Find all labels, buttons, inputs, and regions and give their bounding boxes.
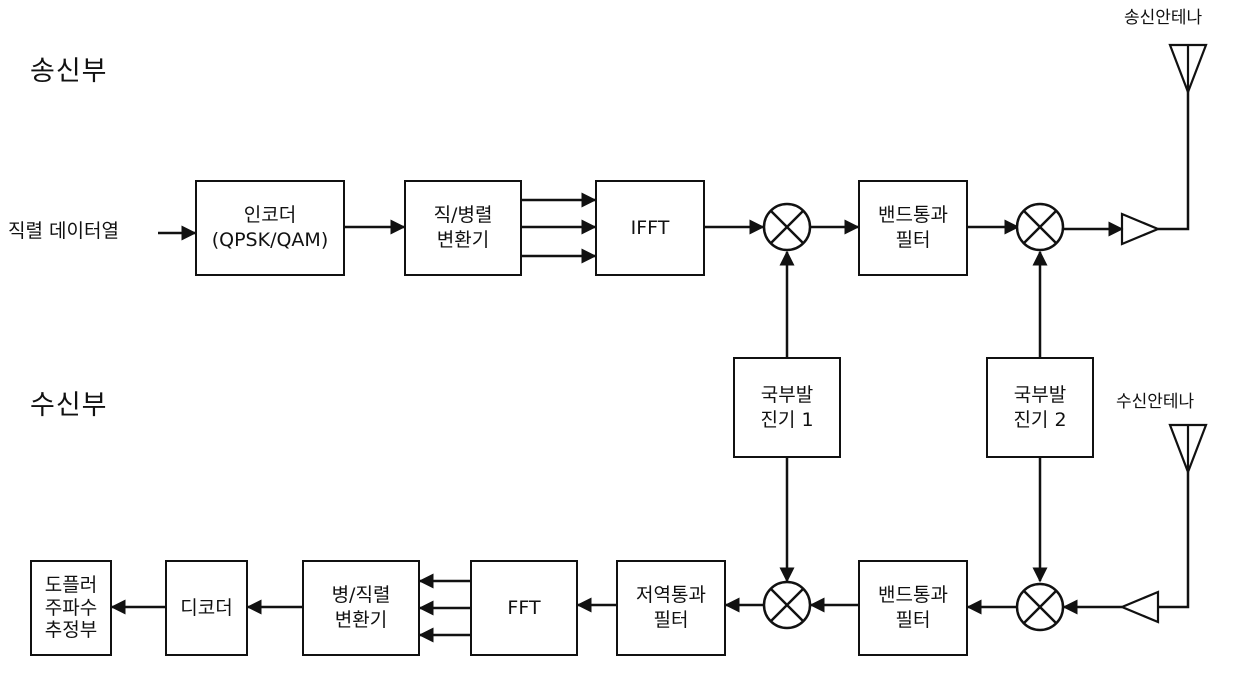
encoder-block: 인코더(QPSK/QAM)	[195, 180, 345, 276]
rx-section-title: 수신부	[30, 392, 108, 419]
local-oscillator-1-block: 국부발진기 1	[733, 357, 841, 458]
tx-antenna-label: 송신안테나	[1124, 10, 1202, 27]
mixer-2-icon	[1017, 204, 1063, 250]
decoder-block: 디코더	[165, 560, 248, 656]
ifft-block: IFFT	[595, 180, 705, 276]
tx-amplifier-icon	[1122, 214, 1158, 244]
rx-antenna-icon	[1170, 425, 1206, 472]
mixer-1-icon	[764, 204, 810, 250]
rx-amplifier-icon	[1122, 592, 1158, 622]
doppler-estimator-block: 도플러주파수추정부	[30, 560, 112, 656]
wire-rx-antenna-to-amp	[1158, 472, 1188, 607]
tx-antenna-icon	[1170, 45, 1206, 92]
sp-converter-block: 직/병렬변환기	[404, 180, 522, 276]
rx-antenna-label: 수신안테나	[1116, 394, 1194, 411]
serial-input-label: 직렬 데이터열	[8, 222, 119, 241]
tx-section-title: 송신부	[30, 58, 108, 85]
lowpass-filter-block: 저역통과필터	[616, 560, 726, 656]
tx-bandpass-filter-block: 밴드통과필터	[858, 180, 968, 276]
fft-block: FFT	[470, 560, 578, 656]
rx-bandpass-filter-block: 밴드통과필터	[858, 560, 968, 656]
wire-amp-to-tx-antenna	[1158, 90, 1188, 229]
mixer-3-icon	[764, 582, 810, 628]
mixer-4-icon	[1017, 584, 1063, 630]
local-oscillator-2-block: 국부발진기 2	[986, 357, 1094, 458]
ps-converter-block: 병/직렬변환기	[302, 560, 420, 656]
